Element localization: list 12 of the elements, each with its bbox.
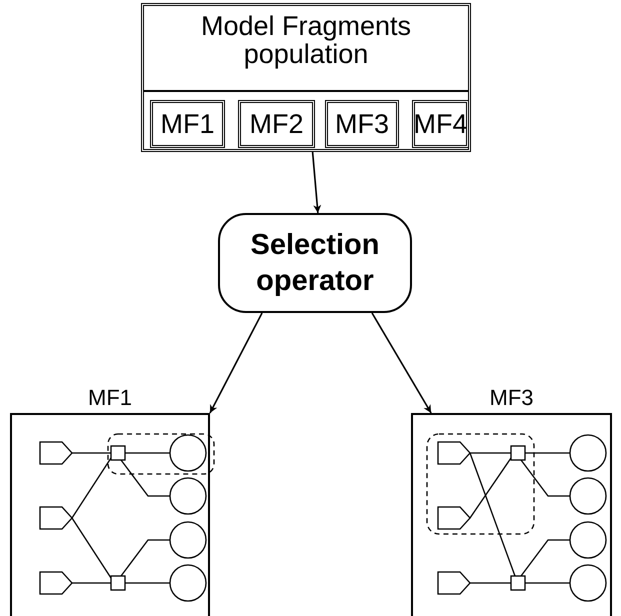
arrow <box>371 312 432 414</box>
population-box <box>141 3 471 152</box>
fragment-cell: MF4 <box>412 100 469 148</box>
panel-title: MF3 <box>488 384 534 412</box>
arrow <box>209 312 263 414</box>
fragment-cell: MF3 <box>325 100 399 148</box>
operator-box: Selection operator <box>218 213 412 313</box>
population-title: Model Fragments population <box>200 12 412 68</box>
arrow <box>312 152 322 214</box>
panel-title: MF1 <box>87 384 133 412</box>
fragment-cell: MF2 <box>238 100 315 148</box>
fragment-cell: MF1 <box>150 100 225 148</box>
